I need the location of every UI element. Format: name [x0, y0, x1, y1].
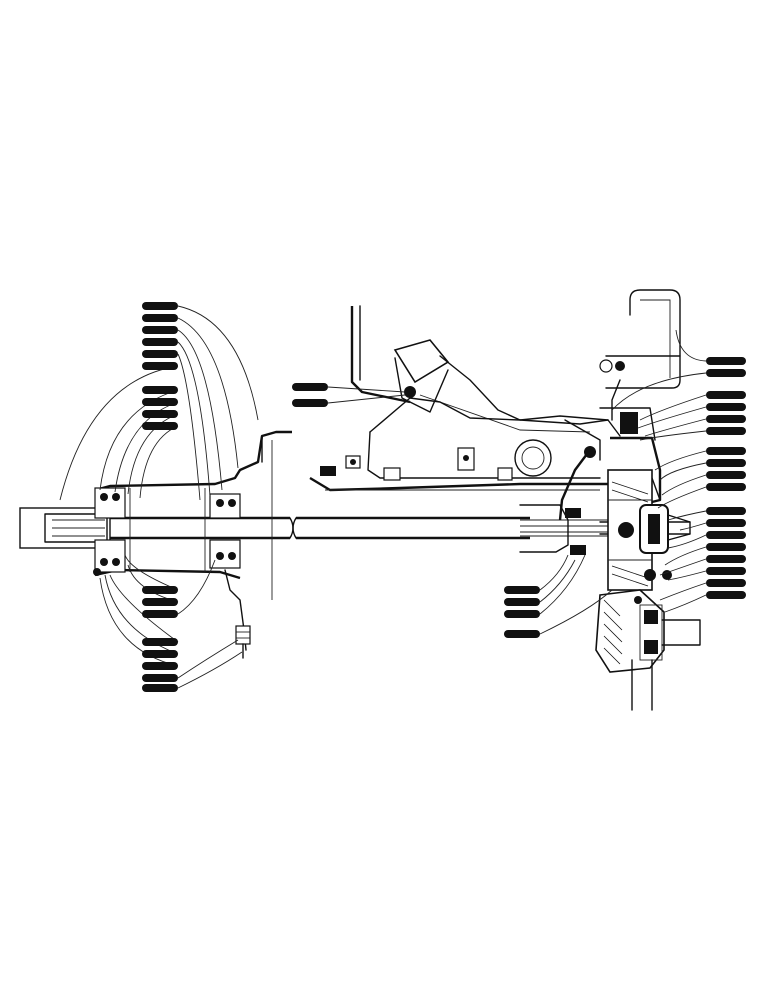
callout-tag [142, 684, 178, 692]
callout-tag [706, 415, 746, 423]
callout-tag [706, 391, 746, 399]
callout-tag [504, 630, 540, 638]
callout-tag [142, 398, 178, 406]
callout-tag [142, 386, 178, 394]
callout-tag [292, 399, 328, 407]
callout-tag [142, 638, 178, 646]
callout-tags-left [142, 302, 178, 692]
left-bearing-housing [93, 430, 292, 659]
right-gear-housing [595, 289, 701, 711]
callout-tag [142, 326, 178, 334]
callout-tag [504, 586, 540, 594]
callout-tag [142, 674, 178, 682]
callout-tag [706, 403, 746, 411]
callout-tag [142, 350, 178, 358]
callout-tag [706, 357, 746, 365]
control-linkage [309, 305, 621, 555]
callout-tag [706, 531, 746, 539]
callout-tag [142, 302, 178, 310]
callout-tag [142, 610, 178, 618]
callout-tag [706, 519, 746, 527]
callout-tags-right [706, 357, 746, 599]
callout-tag [706, 447, 746, 455]
callout-tag [706, 369, 746, 377]
callout-tag [142, 422, 178, 430]
callout-tags-center [292, 383, 540, 638]
callout-tag [142, 598, 178, 606]
callout-tag [504, 610, 540, 618]
callout-tag [142, 314, 178, 322]
callout-tag [706, 507, 746, 515]
callout-tag [142, 650, 178, 658]
callout-tag [142, 662, 178, 670]
callout-tag [706, 427, 746, 435]
callout-tag [706, 579, 746, 587]
callout-tag [142, 362, 178, 370]
callout-tag [142, 338, 178, 346]
callout-tag [706, 555, 746, 563]
callout-tag [706, 567, 746, 575]
callout-tag [706, 459, 746, 467]
callout-tag [292, 383, 328, 391]
leader-lines-right [327, 329, 707, 635]
callout-tag [504, 598, 540, 606]
callout-tag [706, 483, 746, 491]
callout-tag [142, 586, 178, 594]
callout-tag [706, 471, 746, 479]
callout-tag [142, 410, 178, 418]
callout-tag [706, 591, 746, 599]
leader-lines-left [59, 305, 259, 689]
callout-tag [706, 543, 746, 551]
